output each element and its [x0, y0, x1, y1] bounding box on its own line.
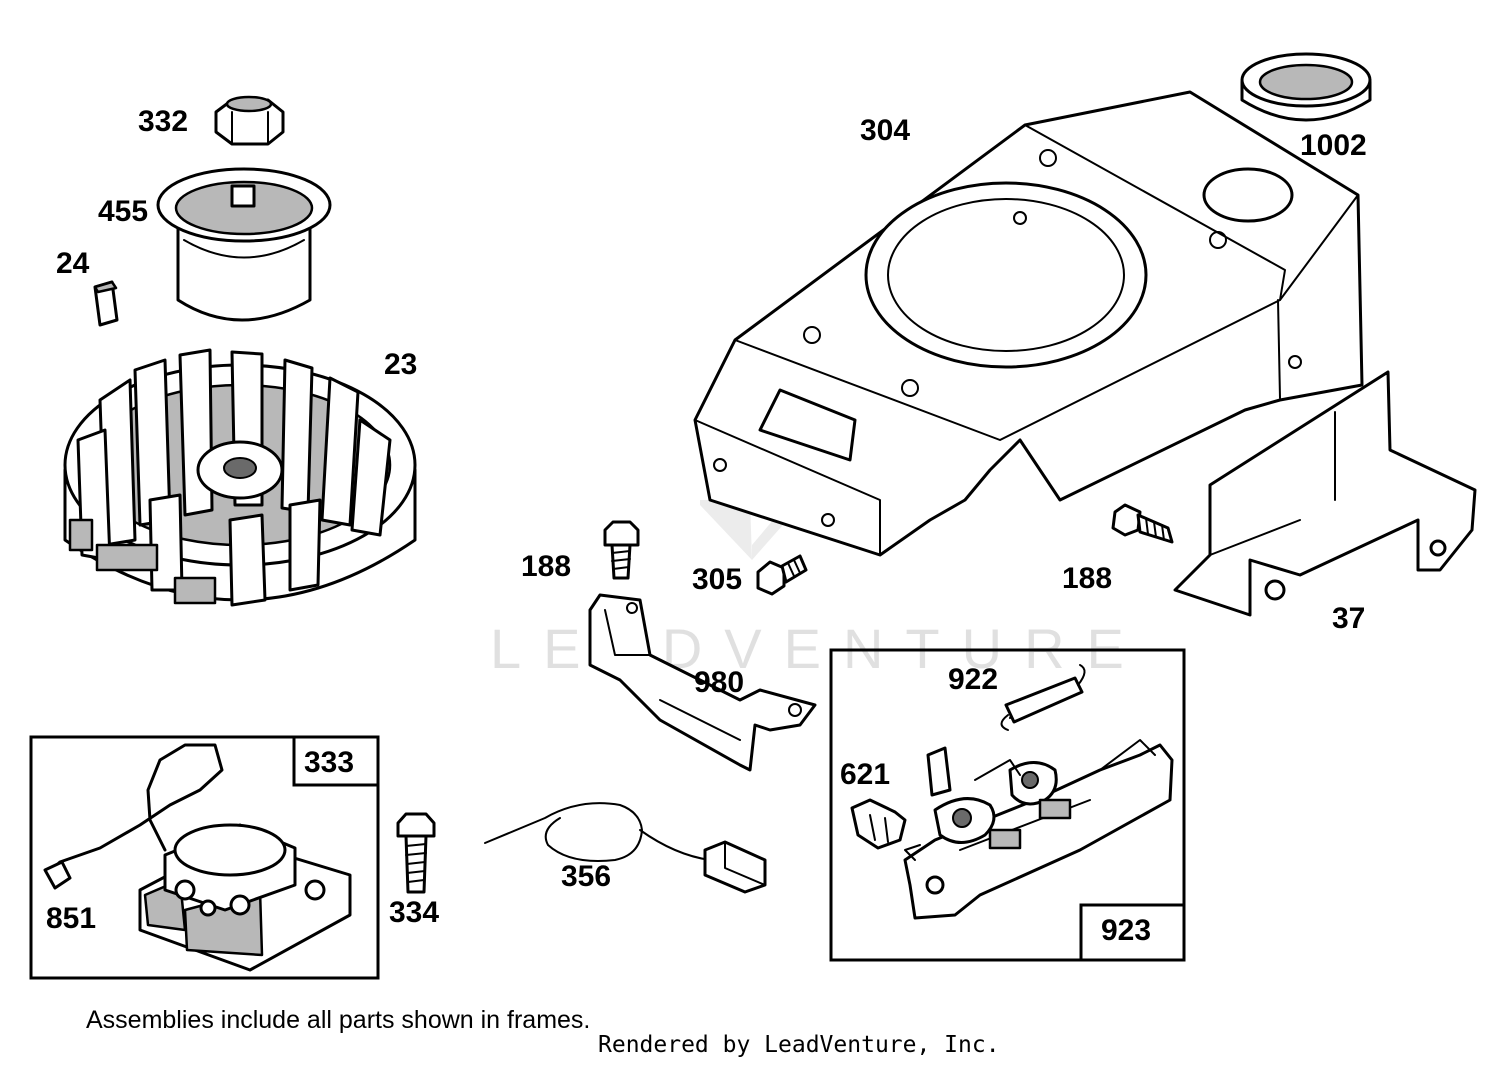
callout-188-right: 188 — [1062, 562, 1112, 595]
callout-188-left: 188 — [521, 550, 571, 583]
part-334-bolt[interactable] — [396, 812, 436, 894]
frame-923-governor-control — [829, 648, 1186, 962]
part-980-bracket[interactable] — [588, 593, 817, 772]
callout-23: 23 — [384, 348, 417, 381]
part-851-wire-loop[interactable] — [43, 743, 224, 890]
part-621-clip[interactable] — [850, 798, 907, 850]
callout-labels: 332 455 24 23 304 1002 188 305 188 37 98… — [46, 105, 1367, 947]
callout-37: 37 — [1332, 602, 1365, 635]
part-356-ground-wire[interactable] — [484, 802, 767, 894]
part-923-governor-bracket[interactable] — [903, 739, 1174, 920]
render-credit: Rendered by LeadVenture, Inc. — [598, 1032, 1000, 1058]
part-37-baffle[interactable] — [1173, 370, 1477, 617]
part-24-key[interactable] — [93, 280, 119, 327]
callout-1002: 1002 — [1300, 129, 1367, 162]
callout-922: 922 — [948, 663, 998, 696]
part-922-spring[interactable] — [1000, 664, 1086, 731]
callout-305: 305 — [692, 563, 742, 596]
part-305-screw[interactable] — [756, 554, 808, 596]
callout-304: 304 — [860, 114, 910, 147]
callout-24: 24 — [56, 247, 90, 280]
frame-333-armature — [29, 735, 380, 980]
part-332-nut[interactable] — [214, 95, 285, 146]
callout-923: 923 — [1101, 914, 1151, 947]
callout-333: 333 — [304, 746, 354, 779]
part-23-flywheel[interactable] — [63, 348, 417, 607]
callout-356: 356 — [561, 860, 611, 893]
part-188-bolt-right[interactable] — [1111, 503, 1174, 544]
callout-851: 851 — [46, 902, 96, 935]
assembly-note: Assemblies include all parts shown in fr… — [86, 1006, 590, 1034]
part-455-cup[interactable] — [156, 167, 332, 322]
callout-980: 980 — [694, 666, 744, 699]
callout-455: 455 — [98, 195, 148, 228]
part-333-armature[interactable] — [138, 823, 352, 972]
part-304-blower-housing[interactable] — [693, 90, 1364, 557]
callout-332: 332 — [138, 105, 188, 138]
part-1002-grommet[interactable] — [1240, 52, 1372, 122]
callout-334: 334 — [389, 896, 439, 929]
callout-621: 621 — [840, 758, 890, 791]
part-188-bolt-left[interactable] — [603, 520, 640, 580]
